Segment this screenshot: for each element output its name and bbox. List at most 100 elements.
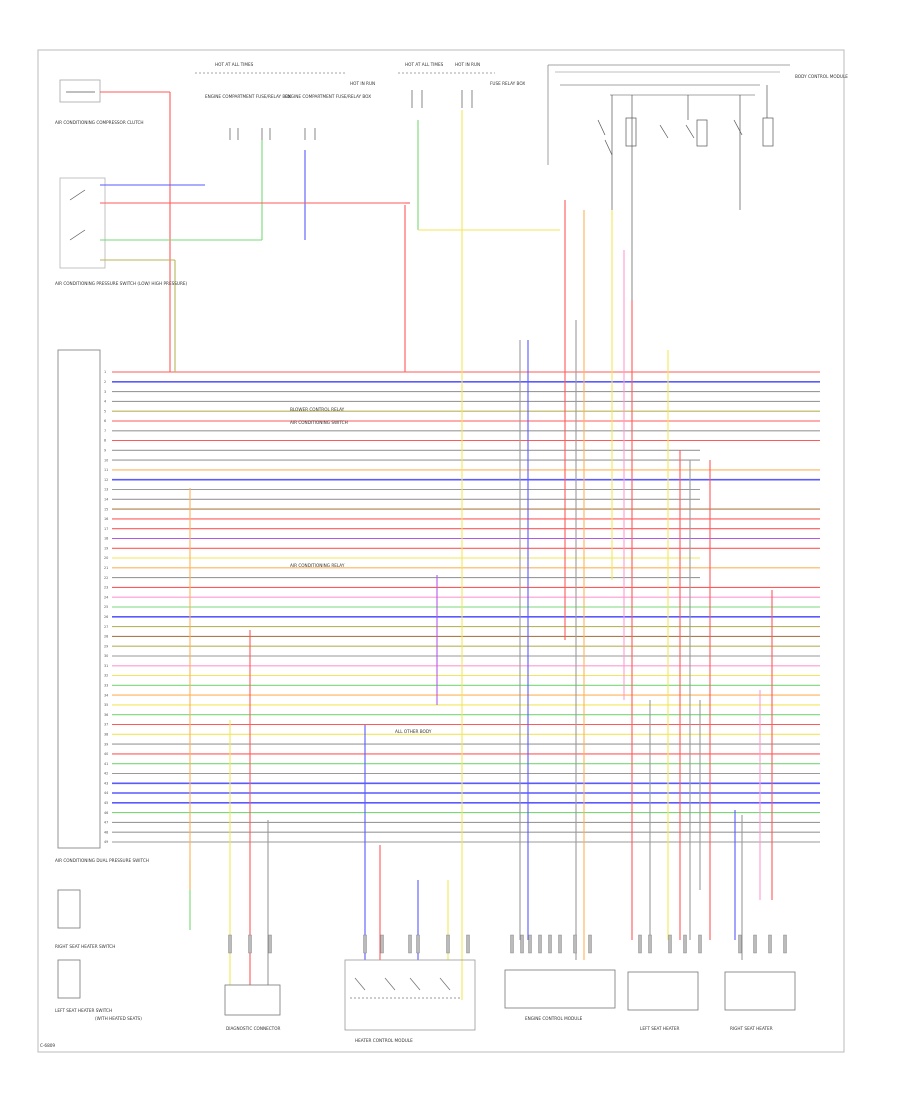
module-pin: 37 [104, 723, 108, 727]
pressure-switch-label: AIR CONDITIONING PRESSURE SWITCH (LOW/ H… [55, 281, 188, 286]
module-pin: 30 [104, 654, 108, 658]
module-pin: 9 [104, 449, 106, 453]
note-ac-relay: AIR CONDITIONING RELAY [290, 563, 345, 568]
terminal [638, 934, 642, 954]
module-pin: 34 [104, 693, 108, 697]
module-pin: 46 [104, 811, 108, 815]
terminal [446, 934, 450, 954]
diagram-frame [37, 49, 845, 1053]
module-pin: 20 [104, 556, 108, 560]
top-label: HOT IN RUN [350, 81, 375, 86]
terminal [648, 934, 652, 954]
terminal [380, 934, 384, 954]
top-label: HOT IN RUN [455, 62, 480, 67]
module-pin: 31 [104, 664, 108, 668]
terminal [416, 934, 420, 954]
terminal [228, 934, 232, 954]
terminal [683, 934, 687, 954]
module-pin: 12 [104, 478, 108, 482]
terminal [408, 934, 412, 954]
terminal [510, 934, 514, 954]
module-pin: 21 [104, 566, 108, 570]
module-pin: 8 [104, 439, 106, 443]
right-seat-switch-label: RIGHT SEAT HEATER SWITCH [55, 944, 115, 949]
terminal [588, 934, 592, 954]
module-pin: 19 [104, 547, 108, 551]
module-pin: 5 [104, 409, 106, 413]
module-pin: 33 [104, 684, 108, 688]
module-pin: 17 [104, 527, 108, 531]
module-pin: 48 [104, 830, 108, 834]
module-pin: 41 [104, 762, 108, 766]
module-pin: 1 [104, 370, 106, 374]
terminal [520, 934, 524, 954]
module-pin: 25 [104, 605, 108, 609]
module-pin: 39 [104, 742, 108, 746]
module-pin: 11 [104, 468, 108, 472]
bottom-label: HEATER CONTROL MODULE [355, 1038, 413, 1043]
module-pin: 13 [104, 488, 108, 492]
bottom-label: LEFT SEAT HEATER [640, 1026, 679, 1031]
terminal [363, 934, 367, 954]
module-pin: 18 [104, 537, 108, 541]
bottom-label: RIGHT SEAT HEATER [730, 1026, 773, 1031]
terminal [768, 934, 772, 954]
terminal [248, 934, 252, 954]
module-pin: 45 [104, 801, 108, 805]
module-pin: 27 [104, 625, 108, 629]
module-pin: 6 [104, 419, 106, 423]
module-pin: 38 [104, 733, 108, 737]
terminal [538, 934, 542, 954]
note-other-body: ALL OTHER BODY [395, 729, 432, 734]
footer-code: C-6809 [40, 1043, 55, 1048]
top-components [59, 79, 774, 300]
module-pin: 44 [104, 791, 108, 795]
ac-clutch-label: AIR CONDITIONING COMPRESSOR CLUTCH [55, 120, 144, 125]
module-pin: 15 [104, 507, 108, 511]
terminal [738, 934, 742, 954]
module-pin: 3 [104, 390, 106, 394]
left-control-module [57, 349, 101, 849]
top-labels: HOT AT ALL TIMES ENGINE COMPARTMENT FUSE/… [205, 62, 848, 99]
dual-pressure-label: AIR CONDITIONING DUAL PRESSURE SWITCH [55, 858, 149, 863]
module-pin: 16 [104, 517, 108, 521]
bottom-labels: DIAGNOSTIC CONNECTOR HEATER CONTROL MODUL… [226, 1016, 773, 1043]
module-pin: 36 [104, 713, 108, 717]
top-label: BODY CONTROL MODULE [795, 74, 848, 79]
module-pins: 1234567891011121314151617181920212223242… [104, 370, 108, 844]
note-ac-switch: AIR CONDITIONING SWITCH [290, 420, 348, 425]
bottom-components [57, 889, 796, 1031]
module-pin: 7 [104, 429, 106, 433]
terminal [668, 934, 672, 954]
module-pin: 32 [104, 674, 108, 678]
module-pin: 22 [104, 576, 108, 580]
module-note: (WITH HEATED SEATS) [95, 1016, 142, 1021]
module-pin: 2 [104, 380, 106, 384]
note-blower-relay: BLOWER CONTROL RELAY [290, 407, 345, 412]
bottom-label: DIAGNOSTIC CONNECTOR [226, 1026, 281, 1031]
top-label: ENGINE COMPARTMENT FUSE/RELAY BOX [285, 94, 371, 99]
module-pin: 40 [104, 752, 108, 756]
terminal [573, 934, 577, 954]
wire-harness [100, 91, 820, 1000]
bottom-label: ENGINE CONTROL MODULE [525, 1016, 583, 1021]
left-seat-switch-label: LEFT SEAT HEATER SWITCH [55, 1008, 112, 1013]
top-label: HOT AT ALL TIMES [405, 62, 444, 67]
module-pin: 42 [104, 772, 108, 776]
terminal [466, 934, 470, 954]
terminal [698, 934, 702, 954]
terminal [268, 934, 272, 954]
terminal [548, 934, 552, 954]
module-pin: 49 [104, 840, 108, 844]
module-pin: 4 [104, 400, 106, 404]
module-pin: 10 [104, 458, 108, 462]
module-pin: 47 [104, 821, 108, 825]
module-pin: 43 [104, 782, 108, 786]
module-pin: 28 [104, 635, 108, 639]
top-label: HOT AT ALL TIMES [215, 62, 254, 67]
module-pin: 24 [104, 595, 108, 599]
terminal [753, 934, 757, 954]
module-pin: 26 [104, 615, 108, 619]
module-pin: 23 [104, 586, 108, 590]
